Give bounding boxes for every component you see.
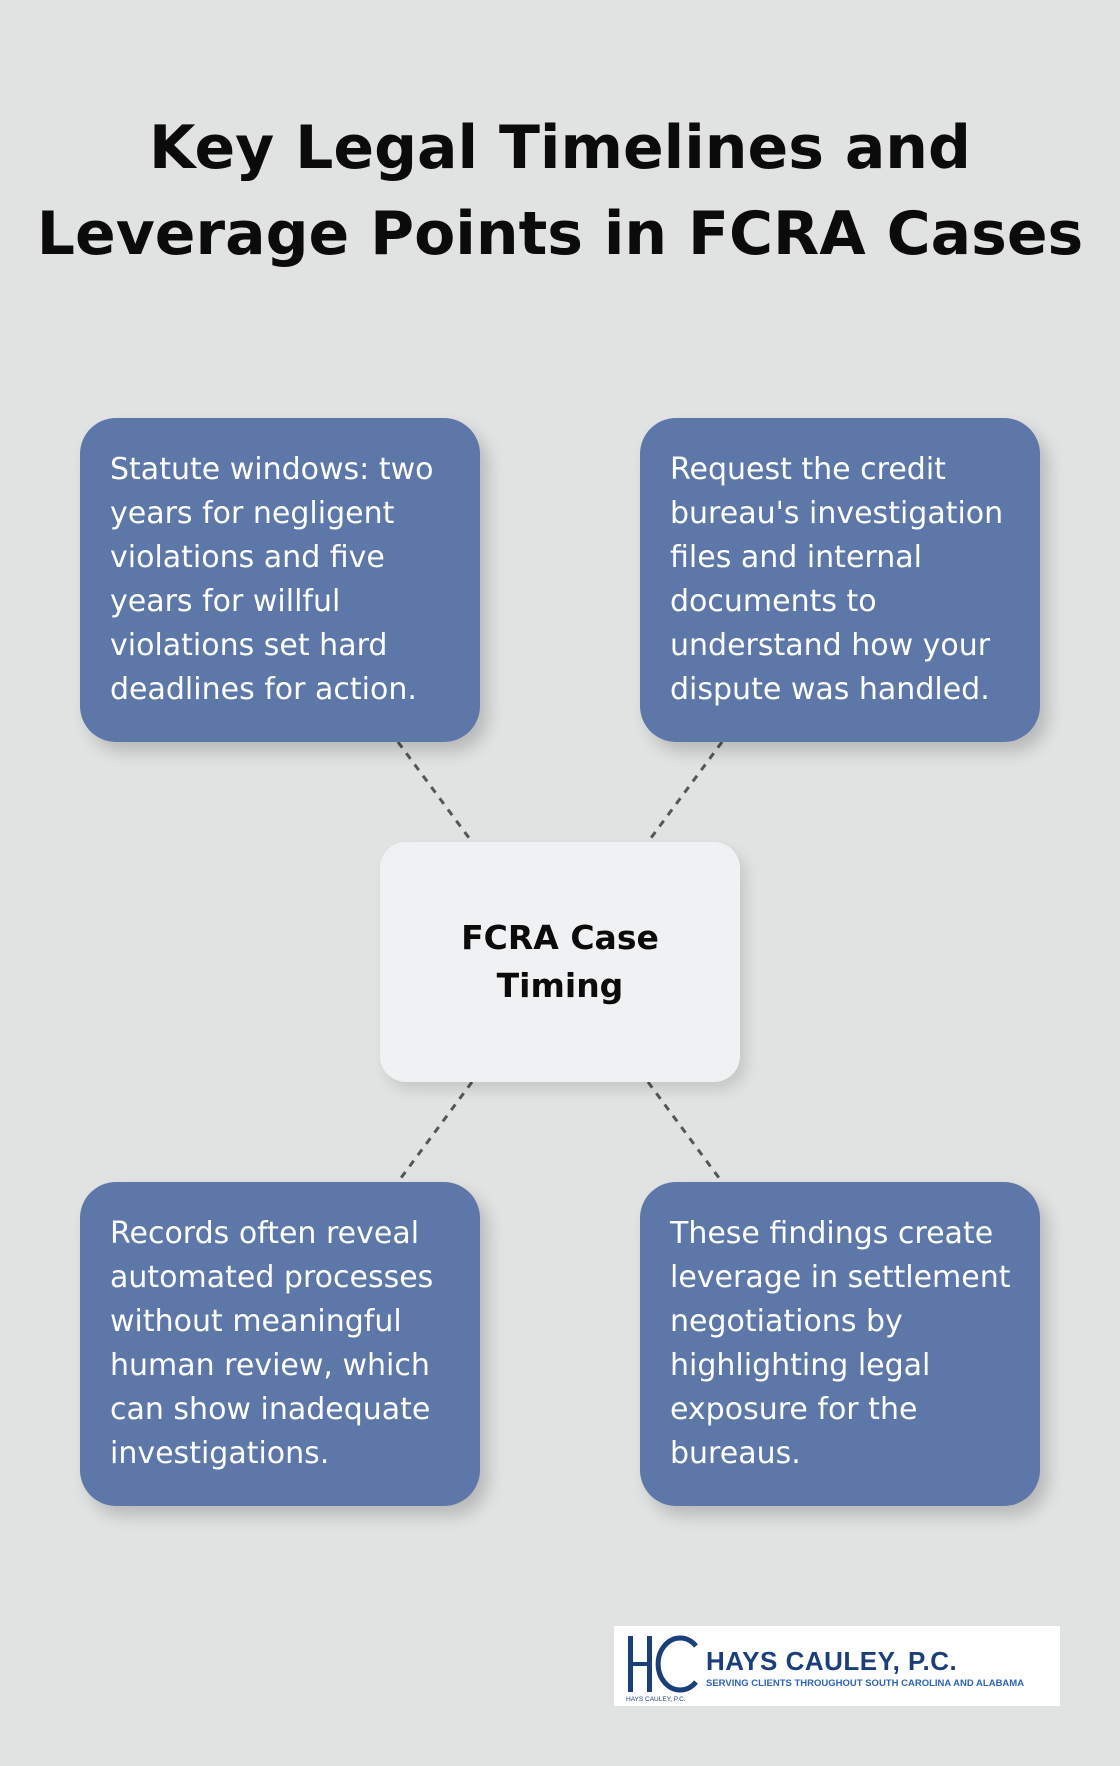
- page-title: Key Legal Timelines and Leverage Points …: [36, 113, 1084, 269]
- center-label: FCRA Case Timing: [461, 918, 659, 1005]
- connector-bottom-left: [396, 1081, 474, 1183]
- center-node: FCRA Case Timing: [380, 842, 740, 1082]
- connector-bottom-right: [646, 1081, 724, 1183]
- hc-monogram-icon: [628, 1635, 698, 1693]
- card-records-reveal: Records often reveal automated processes…: [80, 1182, 480, 1506]
- connector-top-left: [396, 741, 474, 843]
- connector-top-right: [646, 741, 724, 843]
- firm-logo: HAYS CAULEY, P.C. SERVING CLIENTS THROUG…: [614, 1626, 1060, 1706]
- card-statute-windows: Statute windows: two years for negligent…: [80, 418, 480, 742]
- logo-tagline: SERVING CLIENTS THROUGHOUT SOUTH CAROLIN…: [706, 1678, 1025, 1689]
- logo-firm-name: HAYS CAULEY, P.C.: [706, 1646, 958, 1676]
- logo-small-text: HAYS CAULEY, P.C.: [626, 1696, 686, 1703]
- card-settlement-leverage: These findings create leverage in settle…: [640, 1182, 1040, 1506]
- card-request-files: Request the credit bureau's investigatio…: [640, 418, 1040, 742]
